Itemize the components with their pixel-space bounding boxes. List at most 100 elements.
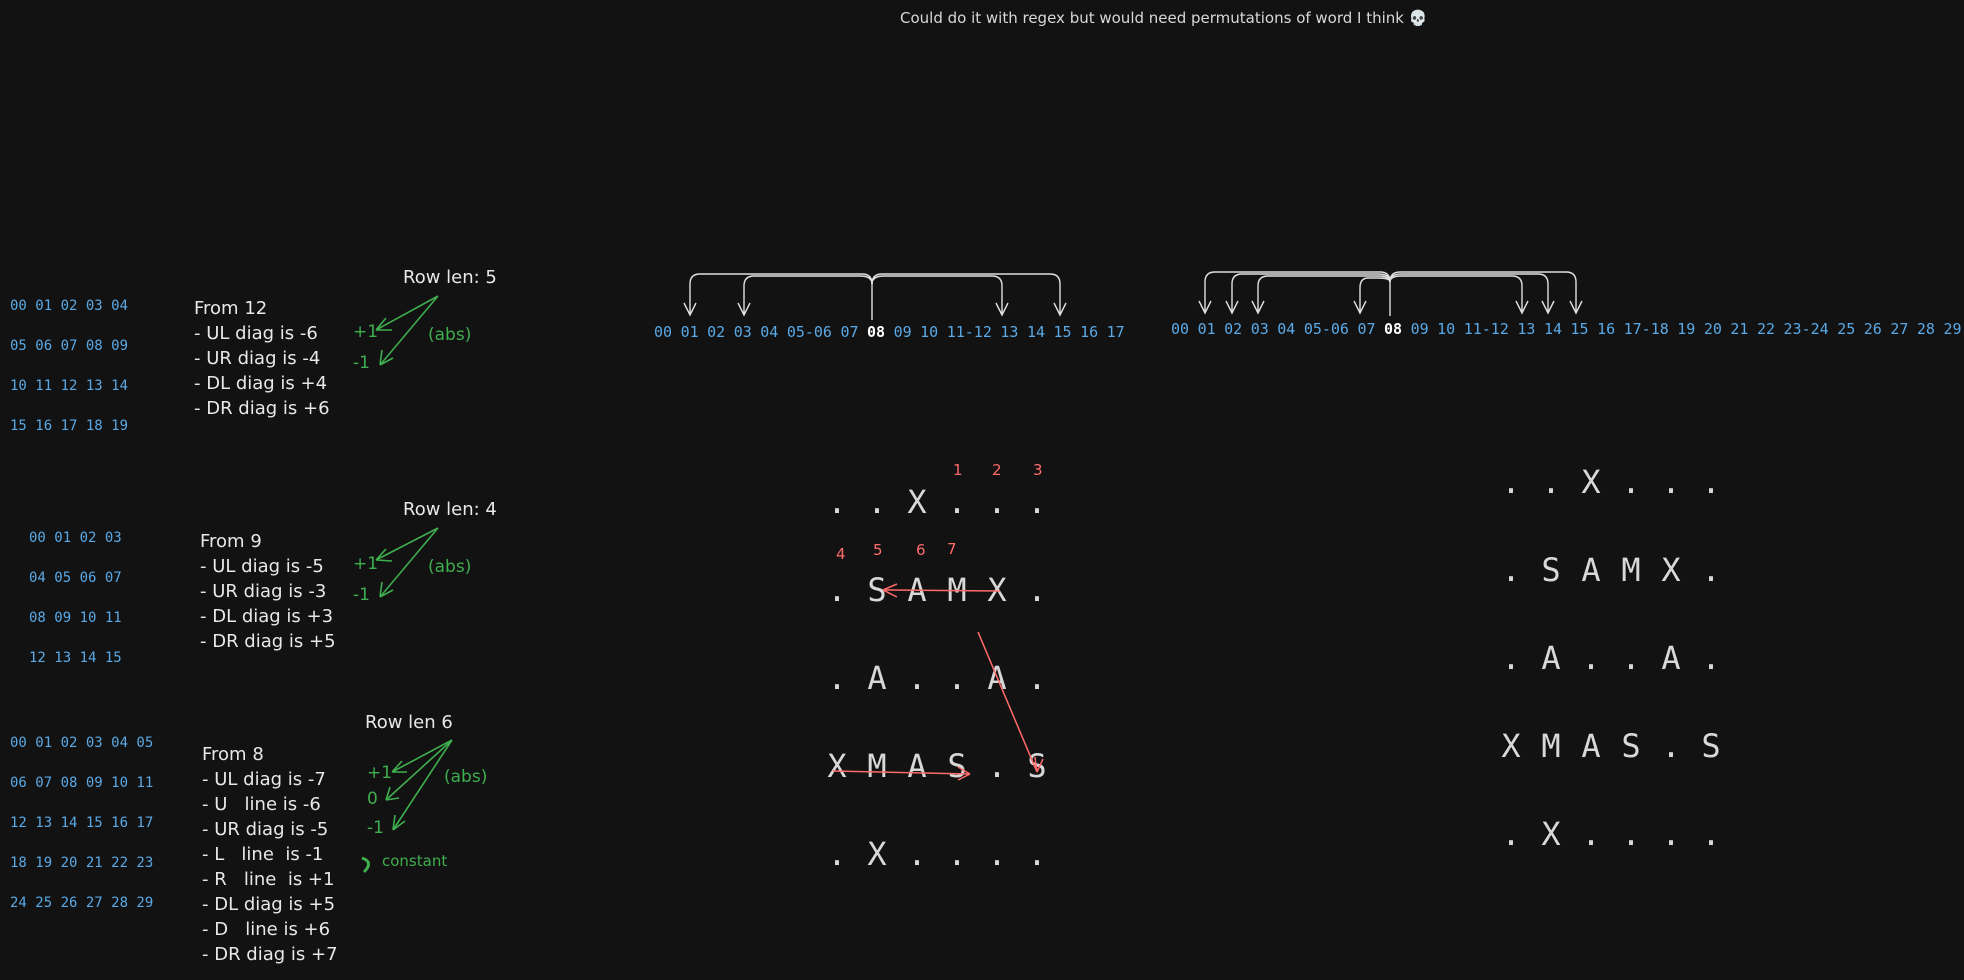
index-cell: 09 (893, 323, 912, 341)
word-grid-cell: . (1701, 463, 1723, 501)
index-cell: 00 (654, 323, 673, 341)
word-grid-cell: . (1661, 727, 1683, 765)
word-grid-cell: . (1621, 815, 1643, 853)
plus-one-label: +1 (353, 322, 379, 342)
grid-row: 00 01 02 03 04 (10, 298, 129, 314)
grid-row: 08 09 10 11 (29, 610, 122, 626)
index-cell: 14 (1026, 323, 1045, 341)
word-grid-cell: . (987, 483, 1009, 521)
index-cell: 01 (1197, 320, 1216, 338)
index-cell: 22 (1756, 320, 1776, 338)
index-cell: 17 (1106, 323, 1125, 341)
index-cell: 28 (1916, 320, 1935, 338)
note-line: - UL diag is -5 (200, 556, 324, 577)
note-line: - DL diag is +3 (200, 606, 334, 627)
step-number: 1 (953, 461, 963, 479)
note-line: From 8 (202, 744, 264, 765)
word-grid-cell: . (947, 659, 969, 697)
index-cell: 19 (1677, 320, 1696, 338)
word-grid-cell: X (827, 747, 849, 785)
step-number: 2 (992, 461, 1002, 479)
abs-label: (abs) (428, 325, 472, 345)
index-cell: 07 (1357, 320, 1376, 338)
word-grid-cell: X (1661, 551, 1683, 589)
grid-row: 00 01 02 03 (29, 530, 122, 546)
grid-row: 24 25 26 27 28 29 (10, 895, 154, 911)
word-grid-cell: . (1701, 551, 1723, 589)
index-cell: 17-18 (1623, 320, 1669, 338)
word-grid-cell: . (1701, 815, 1723, 853)
word-grid-cell: . (1027, 659, 1049, 697)
grid-row: 12 13 14 15 (29, 650, 122, 666)
note-line: - DR diag is +7 (202, 944, 338, 965)
index-grid-5: 00 01 02 03 04 05 06 07 08 09 10 11 12 1… (10, 296, 128, 456)
word-grid-cell: S (867, 571, 889, 609)
index-cell: 26 (1863, 320, 1882, 338)
word-grid-cell: X (1501, 727, 1523, 765)
constant-label: constant (382, 852, 448, 870)
green-arrows-4 (375, 527, 439, 598)
index-cell: 29 (1943, 320, 1962, 338)
word-grid-cell: . (827, 659, 849, 697)
word-grid-cell: . (1661, 463, 1683, 501)
word-grid-cell: . (1501, 815, 1523, 853)
grid-row: 05 06 07 08 09 (10, 338, 129, 354)
word-grid-cell: S (1621, 727, 1643, 765)
note-line: - R line is +1 (202, 869, 335, 890)
row-len-6-label: Row len 6 (365, 712, 453, 733)
zero-label: 0 (367, 789, 378, 809)
step-number: 4 (836, 545, 846, 563)
index-cell: 03 (1250, 320, 1269, 338)
word-grid-cell: . (827, 835, 849, 873)
note-line: - DR diag is +5 (200, 631, 336, 652)
word-grid-cell: S (1701, 727, 1723, 765)
word-grid-cell: . (907, 835, 929, 873)
word-grid-cell: . (947, 483, 969, 521)
grid-row: 06 07 08 09 10 11 (10, 775, 154, 791)
index-cell: 00 (1171, 320, 1190, 338)
minus-one-label: -1 (353, 585, 370, 605)
word-grid-row: ..X... (1492, 462, 1732, 550)
word-grid-cell: . (1027, 835, 1049, 873)
word-grid-cell: X (987, 571, 1009, 609)
grid-row: 10 11 12 13 14 (10, 378, 129, 394)
plus-one-label: +1 (367, 763, 393, 783)
word-grid-cell: X (1581, 463, 1603, 501)
word-grid-cell: . (987, 747, 1009, 785)
index-cell: 11-12 (946, 323, 992, 341)
word-grid-cell: A (1581, 551, 1603, 589)
note-line: From 12 (194, 298, 268, 319)
index-cell: 08 (867, 323, 886, 341)
minus-one-label: -1 (353, 353, 370, 373)
step-number: 6 (916, 541, 926, 559)
word-grid-cell: A (1661, 639, 1683, 677)
note-line: - D line is +6 (202, 919, 331, 940)
note-line: - DR diag is +6 (194, 398, 330, 419)
word-grid-cell: . (1581, 815, 1603, 853)
word-grid-cell: A (867, 659, 889, 697)
word-grid-cell: S (947, 747, 969, 785)
word-grid-cell: . (1027, 483, 1049, 521)
index-cell: 15 (1570, 320, 1589, 338)
row-len-5-label: Row len: 5 (403, 267, 497, 288)
abs-label: (abs) (428, 557, 472, 577)
note-line: - UL diag is -7 (202, 769, 326, 790)
white-arrows-row-2 (1198, 271, 1583, 316)
note-line: - DL diag is +5 (202, 894, 336, 915)
grid-row: 04 05 06 07 (29, 570, 122, 586)
index-cell: 05-06 (786, 323, 832, 341)
note-line: - UL diag is -6 (194, 323, 318, 344)
step-number: 3 (1033, 461, 1043, 479)
word-grid-cell: . (1027, 571, 1049, 609)
note-line: From 9 (200, 531, 262, 552)
index-grid-4: 00 01 02 03 04 05 06 07 08 09 10 11 12 1… (29, 528, 122, 688)
grid-row: 18 19 20 21 22 23 (10, 855, 154, 871)
